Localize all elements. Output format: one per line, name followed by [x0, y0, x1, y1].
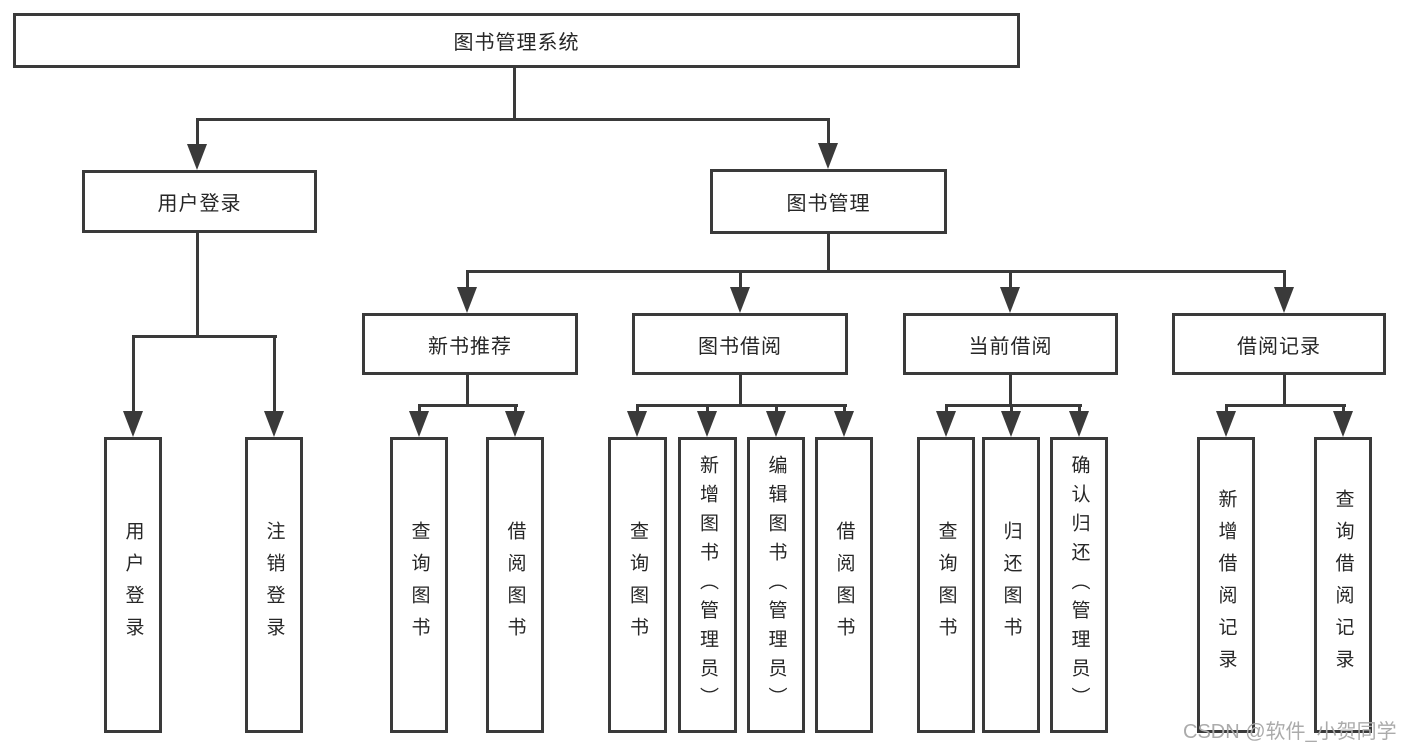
connector-vertical-line — [739, 270, 742, 290]
connector-vertical-line — [827, 232, 830, 273]
node-label: 新书推荐 — [428, 335, 512, 358]
connector-vertical-line — [739, 373, 742, 407]
connector-vertical-line — [1225, 404, 1228, 413]
node-label: 新增图书（管理员） — [697, 454, 718, 716]
node-label: 确认归还（管理员） — [1068, 454, 1090, 716]
node-leaf-return-book: 归还图书 — [982, 437, 1040, 733]
connector-horizontal-line — [132, 335, 277, 338]
connector-horizontal-line — [418, 404, 518, 407]
arrow-down-icon — [936, 411, 956, 437]
node-new-book-recommendation: 新书推荐 — [362, 313, 578, 375]
node-label: 借阅图书 — [504, 521, 526, 649]
connector-vertical-line — [418, 404, 421, 413]
connector-vertical-line — [466, 373, 469, 407]
connector-vertical-line — [513, 66, 516, 121]
node-leaf-query-book-1: 查询图书 — [390, 437, 448, 733]
node-label: 用户登录 — [122, 521, 144, 649]
connector-vertical-line — [196, 118, 199, 146]
node-leaf-query-book-2: 查询图书 — [608, 437, 667, 733]
node-label: 当前借阅 — [968, 335, 1053, 358]
arrow-down-icon — [1333, 411, 1353, 437]
node-leaf-query-book-3: 查询图书 — [917, 437, 975, 733]
node-root: 图书管理系统 — [13, 13, 1020, 68]
connector-vertical-line — [1283, 373, 1286, 407]
node-label: 借阅记录 — [1237, 335, 1321, 358]
connector-horizontal-line — [1225, 404, 1346, 407]
arrow-down-icon — [730, 287, 750, 313]
node-book-management: 图书管理 — [710, 169, 947, 234]
node-label: 图书借阅 — [698, 335, 782, 358]
node-label: 查询图书 — [627, 521, 648, 649]
node-label: 查询图书 — [408, 521, 430, 649]
connector-horizontal-line — [945, 404, 1082, 407]
arrow-down-icon — [1274, 287, 1294, 313]
arrow-down-icon — [627, 411, 647, 437]
node-label: 归还图书 — [1000, 521, 1022, 649]
connector-vertical-line — [1010, 404, 1013, 413]
connector-vertical-line — [1342, 404, 1345, 413]
node-label: 查询图书 — [935, 521, 957, 649]
node-book-borrowing: 图书借阅 — [632, 313, 848, 375]
node-leaf-query-borrow-record: 查询借阅记录 — [1314, 437, 1372, 733]
node-leaf-borrow-book-2: 借阅图书 — [815, 437, 873, 733]
node-user-login: 用户登录 — [82, 170, 317, 233]
node-leaf-add-book-admin: 新增图书（管理员） — [678, 437, 737, 733]
node-label: 编辑图书（管理员） — [765, 454, 787, 716]
arrow-down-icon — [834, 411, 854, 437]
connector-vertical-line — [843, 404, 846, 413]
arrow-down-icon — [1000, 287, 1020, 313]
connector-vertical-line — [514, 404, 517, 413]
connector-vertical-line — [945, 404, 948, 413]
connector-vertical-line — [196, 231, 199, 338]
node-leaf-add-borrow-record: 新增借阅记录 — [1197, 437, 1255, 733]
node-leaf-user-login: 用户登录 — [104, 437, 162, 733]
arrow-down-icon — [187, 144, 207, 170]
connector-horizontal-line — [196, 118, 830, 121]
arrow-down-icon — [505, 411, 525, 437]
node-leaf-logout: 注销登录 — [245, 437, 303, 733]
connector-horizontal-line — [466, 270, 1286, 273]
arrow-down-icon — [264, 411, 284, 437]
connector-vertical-line — [466, 270, 469, 290]
node-leaf-edit-book-admin: 编辑图书（管理员） — [747, 437, 805, 733]
connector-vertical-line — [775, 404, 778, 413]
arrow-down-icon — [697, 411, 717, 437]
connector-vertical-line — [273, 335, 276, 413]
arrow-down-icon — [818, 143, 838, 169]
node-leaf-borrow-book-1: 借阅图书 — [486, 437, 544, 733]
arrow-down-icon — [1216, 411, 1236, 437]
arrow-down-icon — [457, 287, 477, 313]
node-label: 注销登录 — [263, 521, 285, 649]
connector-vertical-line — [827, 118, 830, 146]
arrow-down-icon — [123, 411, 143, 437]
node-label: 借阅图书 — [833, 521, 855, 649]
connector-vertical-line — [706, 404, 709, 413]
connector-vertical-line — [1009, 270, 1012, 290]
node-label: 图书管理系统 — [453, 32, 580, 54]
watermark-text: CSDN @软件_小贺同学 — [1183, 721, 1397, 743]
node-current-borrowing: 当前借阅 — [903, 313, 1118, 375]
arrow-down-icon — [766, 411, 786, 437]
arrow-down-icon — [1001, 411, 1021, 437]
connector-vertical-line — [636, 404, 639, 413]
node-leaf-confirm-return-admin: 确认归还（管理员） — [1050, 437, 1108, 733]
connector-vertical-line — [1009, 373, 1012, 407]
node-label: 图书管理 — [786, 193, 871, 215]
node-label: 新增借阅记录 — [1215, 489, 1237, 681]
arrow-down-icon — [1069, 411, 1089, 437]
connector-vertical-line — [1283, 270, 1286, 290]
connector-horizontal-line — [636, 404, 847, 407]
connector-vertical-line — [1078, 404, 1081, 413]
node-borrowing-records: 借阅记录 — [1172, 313, 1386, 375]
node-label: 用户登录 — [157, 193, 242, 215]
connector-vertical-line — [132, 335, 135, 413]
node-label: 查询借阅记录 — [1332, 489, 1354, 681]
arrow-down-icon — [409, 411, 429, 437]
